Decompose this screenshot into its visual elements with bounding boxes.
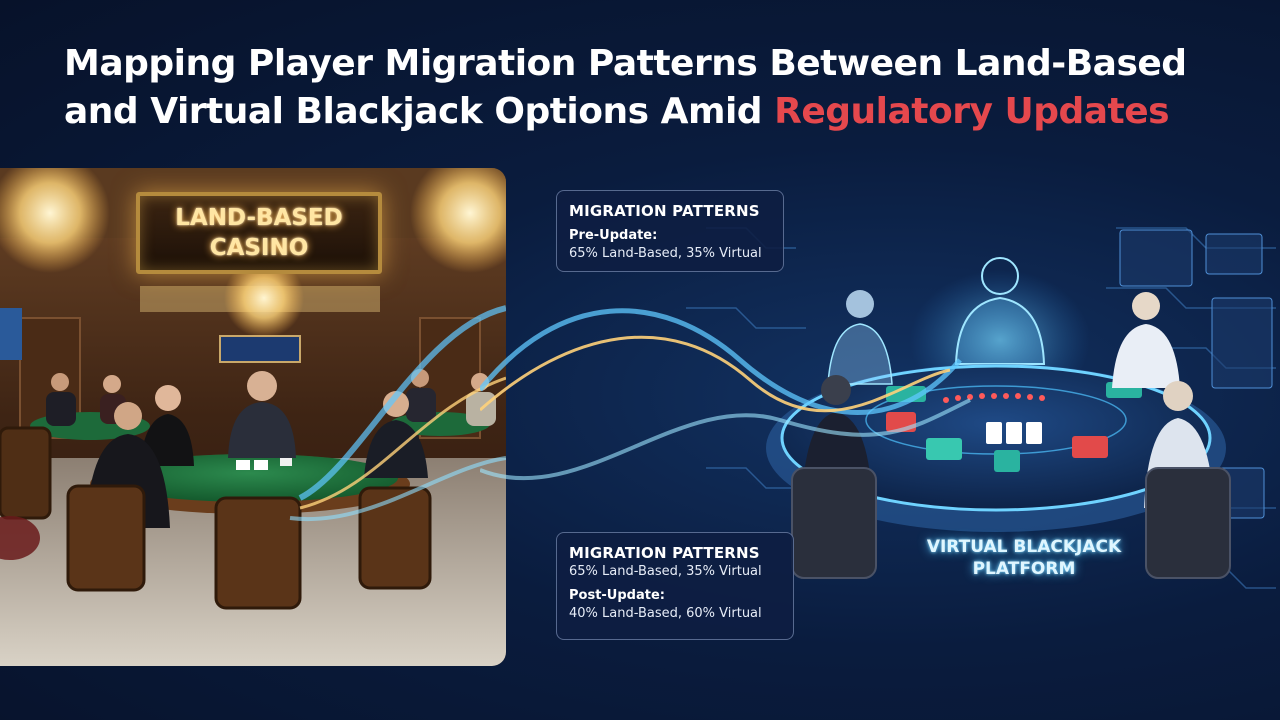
land-based-casino-sign: LAND-BASED CASINO bbox=[136, 192, 382, 274]
panel-title: MIGRATION PATTERNS bbox=[569, 544, 760, 562]
post-update-split: 40% Land-Based, 60% Virtual bbox=[569, 606, 762, 621]
virtual-scene-illustration bbox=[686, 227, 1276, 589]
pre-update-label: Pre-Update: bbox=[569, 228, 658, 243]
virtual-blackjack-label: VIRTUAL BLACKJACK PLATFORM bbox=[905, 536, 1143, 580]
virtual-label-line-1: VIRTUAL BLACKJACK bbox=[926, 537, 1122, 557]
title-main: Mapping Player Migration Patterns Betwee… bbox=[64, 43, 1187, 132]
title-accent: Regulatory Updates bbox=[774, 91, 1170, 132]
panel-title: MIGRATION PATTERNS bbox=[569, 202, 760, 220]
land-based-casino-image: LAND-BASED CASINO bbox=[0, 168, 506, 666]
migration-light-stream bbox=[480, 308, 971, 481]
migration-panel-post-update: MIGRATION PATTERNS 65% Land-Based, 35% V… bbox=[556, 532, 794, 640]
previous-split: 65% Land-Based, 35% Virtual bbox=[569, 564, 762, 579]
migration-panel-pre-update: MIGRATION PATTERNS Pre-Update: 65% Land-… bbox=[556, 190, 784, 272]
virtual-label-line-2: PLATFORM bbox=[972, 559, 1076, 579]
virtual-blackjack-scene bbox=[506, 168, 1280, 720]
casino-scene-illustration bbox=[0, 168, 506, 666]
page-title: Mapping Player Migration Patterns Betwee… bbox=[64, 40, 1224, 136]
pre-update-split: 65% Land-Based, 35% Virtual bbox=[569, 246, 762, 261]
sign-line-2: CASINO bbox=[209, 235, 309, 261]
post-update-label: Post-Update: bbox=[569, 588, 665, 603]
sign-line-1: LAND-BASED bbox=[175, 205, 343, 231]
